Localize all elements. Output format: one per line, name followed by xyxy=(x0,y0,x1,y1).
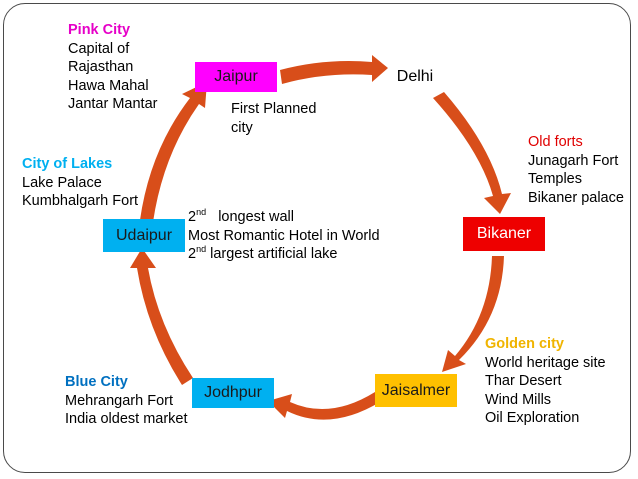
jaipur-heading: Pink City xyxy=(68,22,131,38)
udaipur-box: Udaipur xyxy=(103,219,185,252)
center-line-1-prefix: 2nd2nd xyxy=(188,207,207,225)
note-line: Bikaner palace xyxy=(528,189,624,206)
arrow-jodhpur-to-udaipur xyxy=(130,248,193,385)
note-line: Thar Desert xyxy=(485,373,562,389)
delhi-label-box: Delhi xyxy=(390,64,440,90)
note-line: Junagarh Fort xyxy=(528,152,619,169)
arrow-jaipur-to-delhi xyxy=(280,55,388,84)
center-line-3-text: largest artificial lake xyxy=(210,246,338,262)
note-line: Kumbhalgarh Fort xyxy=(22,193,139,209)
note-line: Temples xyxy=(528,171,582,187)
jaisalmer-notes: Golden city World heritage site Thar Des… xyxy=(485,335,606,428)
arrow-jaisalmer-to-jodhpur xyxy=(268,392,380,420)
jaisalmer-label: Jaisalmer xyxy=(381,381,451,399)
arrow-delhi-to-bikaner xyxy=(433,92,511,214)
jodhpur-label: Jodhpur xyxy=(204,384,262,401)
udaipur-notes: City of Lakes Lake Palace Kumbhalgarh Fo… xyxy=(22,155,138,211)
udaipur-label: Udaipur xyxy=(115,226,173,244)
jaisalmer-box: Jaisalmer xyxy=(375,374,457,407)
center-line-3: 2nd2nd largest artificial lake xyxy=(188,245,380,264)
note-line: Lake Palace xyxy=(22,174,102,191)
center-line-3-prefix: 2nd2nd xyxy=(188,244,207,262)
center-line-2: Most Romantic Hotel in World xyxy=(188,227,380,244)
bikaner-label: Bikaner xyxy=(476,225,532,242)
udaipur-center-notes: 2nd2nd longest wall Most Romantic Hotel … xyxy=(188,208,380,264)
jaipur-box: Jaipur xyxy=(195,62,277,92)
note-line: Rajasthan xyxy=(68,59,134,75)
note-line: Hawa Mahal xyxy=(68,77,149,94)
jodhpur-heading: Blue City xyxy=(65,374,128,390)
note-line: First Planned xyxy=(231,101,317,117)
jaipur-label: Jaipur xyxy=(214,68,258,85)
note-line: Wind Mills xyxy=(485,391,552,408)
note-line: World heritage site xyxy=(485,354,606,371)
arrow-udaipur-to-jaipur xyxy=(140,82,207,222)
bikaner-notes: Old forts Junagarh Fort Temples Bikaner … xyxy=(528,133,624,207)
center-line-1-text: longest wall xyxy=(218,209,294,225)
udaipur-heading: City of Lakes xyxy=(22,156,113,172)
center-line-1: 2nd2nd longest wall xyxy=(188,208,380,227)
jaisalmer-heading: Golden city xyxy=(485,336,564,352)
arrow-bikaner-to-jaisalmer xyxy=(442,256,504,372)
jodhpur-notes: Blue City Mehrangarh Fort India oldest m… xyxy=(65,373,188,429)
note-line: city xyxy=(231,119,253,136)
note-line: Mehrangarh Fort xyxy=(65,392,173,409)
jaipur-notes: Pink City Capital of Rajasthan Hawa Maha… xyxy=(68,21,157,114)
note-line: India oldest market xyxy=(65,411,188,427)
note-line: Jantar Mantar xyxy=(68,96,158,112)
jodhpur-box: Jodhpur xyxy=(192,378,274,408)
jaipur-extra-notes: First Planned city xyxy=(231,100,316,137)
slide-frame xyxy=(3,3,631,473)
bikaner-heading: Old forts xyxy=(528,134,583,150)
delhi-label: Delhi xyxy=(396,68,434,85)
note-line: Capital of xyxy=(68,40,130,57)
bikaner-box: Bikaner xyxy=(463,217,545,251)
note-line: Oil Exploration xyxy=(485,410,580,426)
